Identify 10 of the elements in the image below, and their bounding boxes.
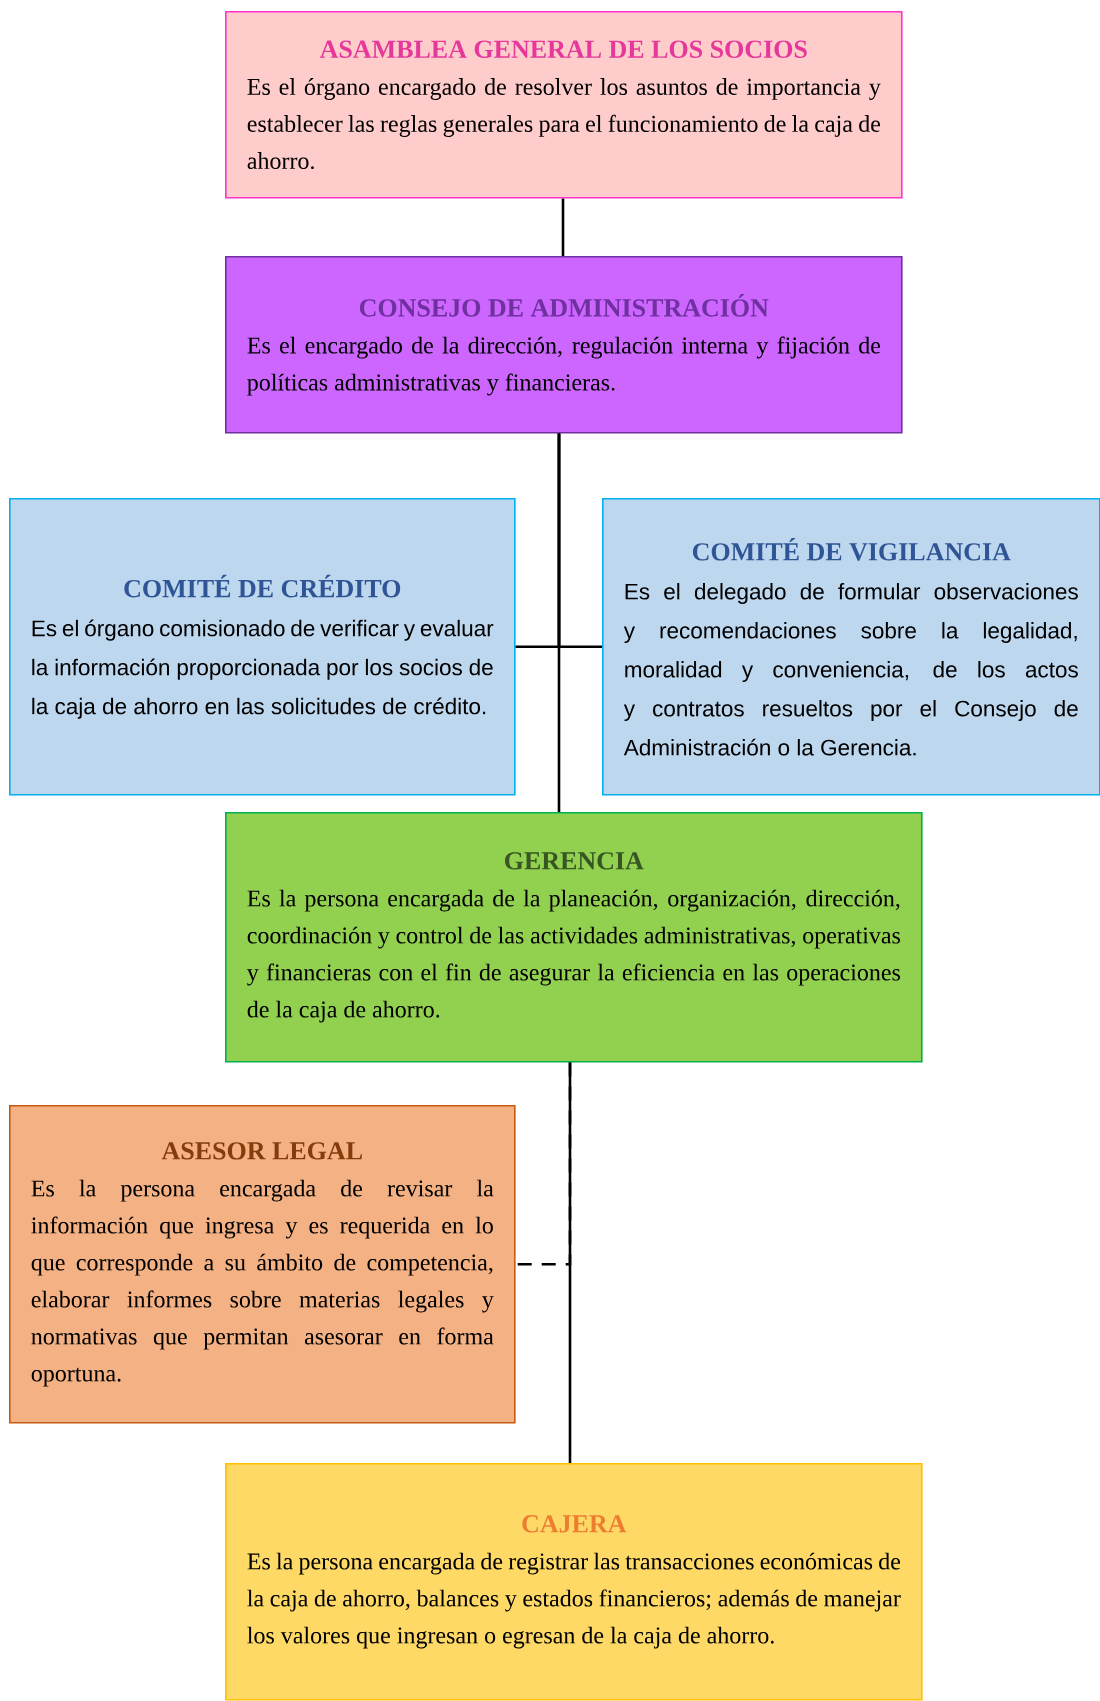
connector-line	[568, 1062, 572, 1463]
connector-line	[557, 433, 561, 812]
org-box: ASESOR LEGAL Es la persona encargada de revisar la información que ingresa y es requerida en lo que corresponde a su ámbito de competencia, elaborar informes sobre materias legales y normativas que permitan asesorar en forma oportuna.	[9, 1105, 516, 1424]
org-box: ASAMBLEA GENERAL DE LOS SOCIOS Es el órgano encargado de resolver los asuntos de importancia y establecer las reglas generales para el funcionamiento de la caja de ahorro.	[225, 11, 903, 199]
org-box: GERENCIA Es la persona encargada de la planeación, organización, dirección, coordinación y control de las actividades administrativas, operativas y financieras con el fin de asegurar la eficiencia en las operaciones de la caja de ahorro.	[225, 812, 923, 1063]
org-box: CAJERA Es la persona encargada de registrar las transacciones económicas de la caja de ahorro, balances y estados financieros; además de manejar los valores que ingresan o egresan de la caja de ahorro.	[225, 1463, 923, 1701]
org-box: COMITÉ DE CRÉDITO Es el órgano comisionado de verificar y evaluar la información proporcionada por los socios de la caja de ahorro en las solicitudes de crédito.	[9, 498, 516, 796]
org-box: CONSEJO DE ADMINISTRACIÓN Es el encargado de la dirección, regulación interna y fijación de políticas administrativas y financieras.	[225, 256, 903, 434]
org-box: COMITÉ DE VIGILANCIA Es el delegado de formular observaciones y recomendaciones sobre la legalidad, moralidad y conveniencia, de los actos y contratos resueltos por el Consejo de Administración o la Gerencia.	[602, 498, 1100, 796]
connector-line	[561, 198, 565, 256]
